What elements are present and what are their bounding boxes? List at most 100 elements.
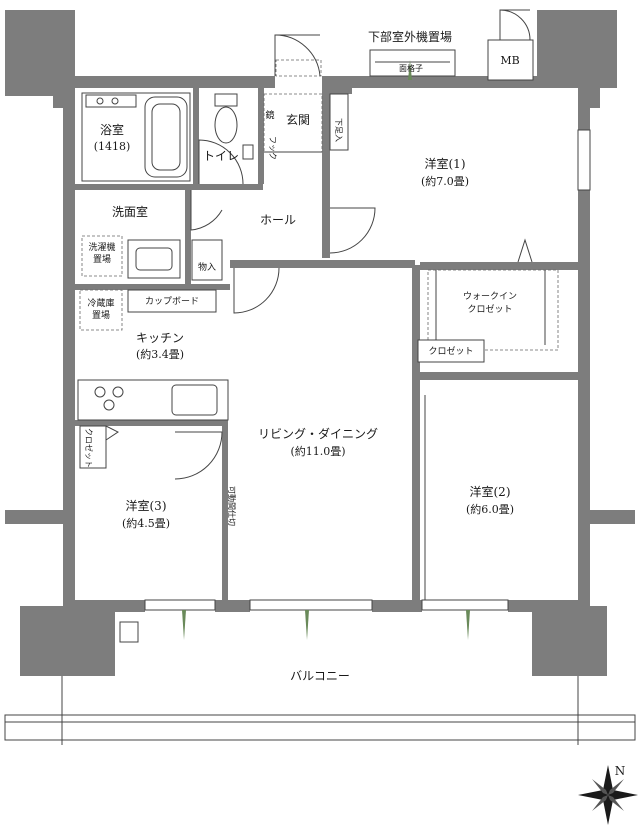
label-storage: 物入 <box>198 261 216 273</box>
wall-toilet-bottom <box>193 184 263 190</box>
label-western-room-2: 洋室(2) <box>470 484 511 499</box>
wall-room3-ld <box>222 420 228 600</box>
wall-closet-bottom <box>420 372 578 380</box>
label-lattice: 面格子 <box>399 63 423 73</box>
label-living-dining: リビング・ダイニング <box>258 426 378 441</box>
wall-bath-toilet <box>193 88 199 184</box>
kitchen-fixtures <box>77 289 229 421</box>
balcony-faucet <box>119 621 139 643</box>
wall-right <box>578 88 590 606</box>
wall-kitchen-room3 <box>75 420 225 426</box>
label-cupboard: カップボード <box>145 296 199 307</box>
wash-basin <box>127 239 181 279</box>
column-bottom-right <box>532 606 607 676</box>
wall-left-notch <box>53 88 63 108</box>
wall-right-notch <box>590 88 600 108</box>
balcony-area <box>4 621 636 745</box>
label-living-dining-size: (約11.0畳) <box>290 444 345 458</box>
bathroom-fixtures <box>81 92 191 182</box>
wall-left <box>63 88 75 606</box>
outdoor-area <box>274 9 534 81</box>
label-mirror: 鏡 <box>265 109 274 121</box>
room-labels: 下部室外機置場 面格子 MB 浴室 (1418) トイレ 鏡 玄関 フック 下足… <box>84 29 520 683</box>
label-washing-machine: 洗濯機 <box>88 241 115 253</box>
wing-left-top <box>5 88 63 96</box>
washing-machine-space <box>81 235 123 277</box>
label-kitchen-size: (約3.4畳) <box>136 347 184 361</box>
label-walk-in-closet: ウォークイン <box>463 291 517 302</box>
wall-wash-hall <box>185 190 191 284</box>
wing-left-mid <box>5 510 63 524</box>
window-room3 <box>144 599 216 611</box>
label-western-room-1-size: (約7.0畳) <box>421 174 469 188</box>
mb-door-swing <box>499 9 531 41</box>
compass: N <box>578 764 638 825</box>
entrance-porch <box>275 59 322 77</box>
label-entrance: 玄関 <box>286 112 310 127</box>
label-walk-in-closet-2: クロゼット <box>467 303 512 315</box>
washroom-fixtures <box>81 190 223 281</box>
cupboard <box>127 289 217 313</box>
wall-bottom-2 <box>215 600 250 612</box>
mb-box <box>487 39 534 81</box>
window-room2 <box>421 599 509 611</box>
outdoor-unit-box <box>369 49 456 77</box>
label-toilet: トイレ <box>203 149 239 163</box>
label-mb: MB <box>500 54 519 67</box>
room3-closet <box>79 395 426 600</box>
label-movable-partition: 可動間仕切 <box>227 486 237 526</box>
wall-bottom-3 <box>372 600 422 612</box>
label-closet-vertical: クロゼット <box>84 428 94 468</box>
bath-shelf <box>85 94 137 108</box>
wall-bath-wash <box>75 184 195 190</box>
wic-door <box>517 238 533 263</box>
windows <box>144 129 591 611</box>
room3-door <box>174 431 223 480</box>
shoe-cabinet <box>329 93 349 151</box>
label-bathroom: 浴室 <box>100 122 124 137</box>
room1-door <box>329 207 376 254</box>
wall-wash-kitchen <box>75 284 230 290</box>
washroom-door <box>190 190 223 231</box>
structural-walls <box>5 10 635 676</box>
kitchen-counter <box>77 379 229 421</box>
toilet-bowl <box>214 106 238 144</box>
walk-in-closet-area <box>427 269 559 351</box>
label-hook: フック <box>268 136 277 160</box>
toilet-paper <box>242 144 254 160</box>
label-washing-machine-2: 置場 <box>93 253 111 265</box>
wall-hall-bottom <box>230 260 415 268</box>
plant-mark <box>305 610 309 640</box>
room3-closet-door <box>105 425 119 441</box>
label-kitchen: キッチン <box>136 331 184 345</box>
plant-marks <box>182 60 470 640</box>
label-western-room-3: 洋室(3) <box>126 498 167 513</box>
toilet-tank <box>214 93 238 107</box>
wall-toilet-entry <box>258 88 264 184</box>
wall-top-left <box>75 76 275 88</box>
closet-box <box>417 339 485 363</box>
toilet-fixtures <box>198 93 254 185</box>
label-closet: クロゼット <box>428 345 473 357</box>
window-ld <box>249 599 373 611</box>
balcony-rail <box>4 714 636 741</box>
bathtub-inner <box>151 103 181 171</box>
column-top-right <box>537 10 617 88</box>
label-outdoor-unit: 下部室外機置場 <box>368 29 452 44</box>
plant-mark <box>182 610 186 640</box>
room3-closet-box <box>79 425 107 469</box>
entrance-fixtures <box>263 93 349 153</box>
label-western-room-3-size: (約4.5畳) <box>122 516 170 530</box>
wall-entrance-top <box>322 88 352 94</box>
column-top-left <box>5 10 75 88</box>
label-refrigerator-2: 置場 <box>92 309 110 321</box>
plant-mark <box>408 60 412 80</box>
label-bathroom-size: (1418) <box>94 140 131 153</box>
label-refrigerator: 冷蔵庫 <box>87 297 114 309</box>
wall-ld-room2 <box>412 265 420 605</box>
entrance-door-swing <box>274 34 321 77</box>
label-western-room-1: 洋室(1) <box>425 156 466 171</box>
label-washroom: 洗面室 <box>112 204 148 219</box>
toilet-door <box>198 139 244 185</box>
compass-north-label: N <box>615 764 626 778</box>
